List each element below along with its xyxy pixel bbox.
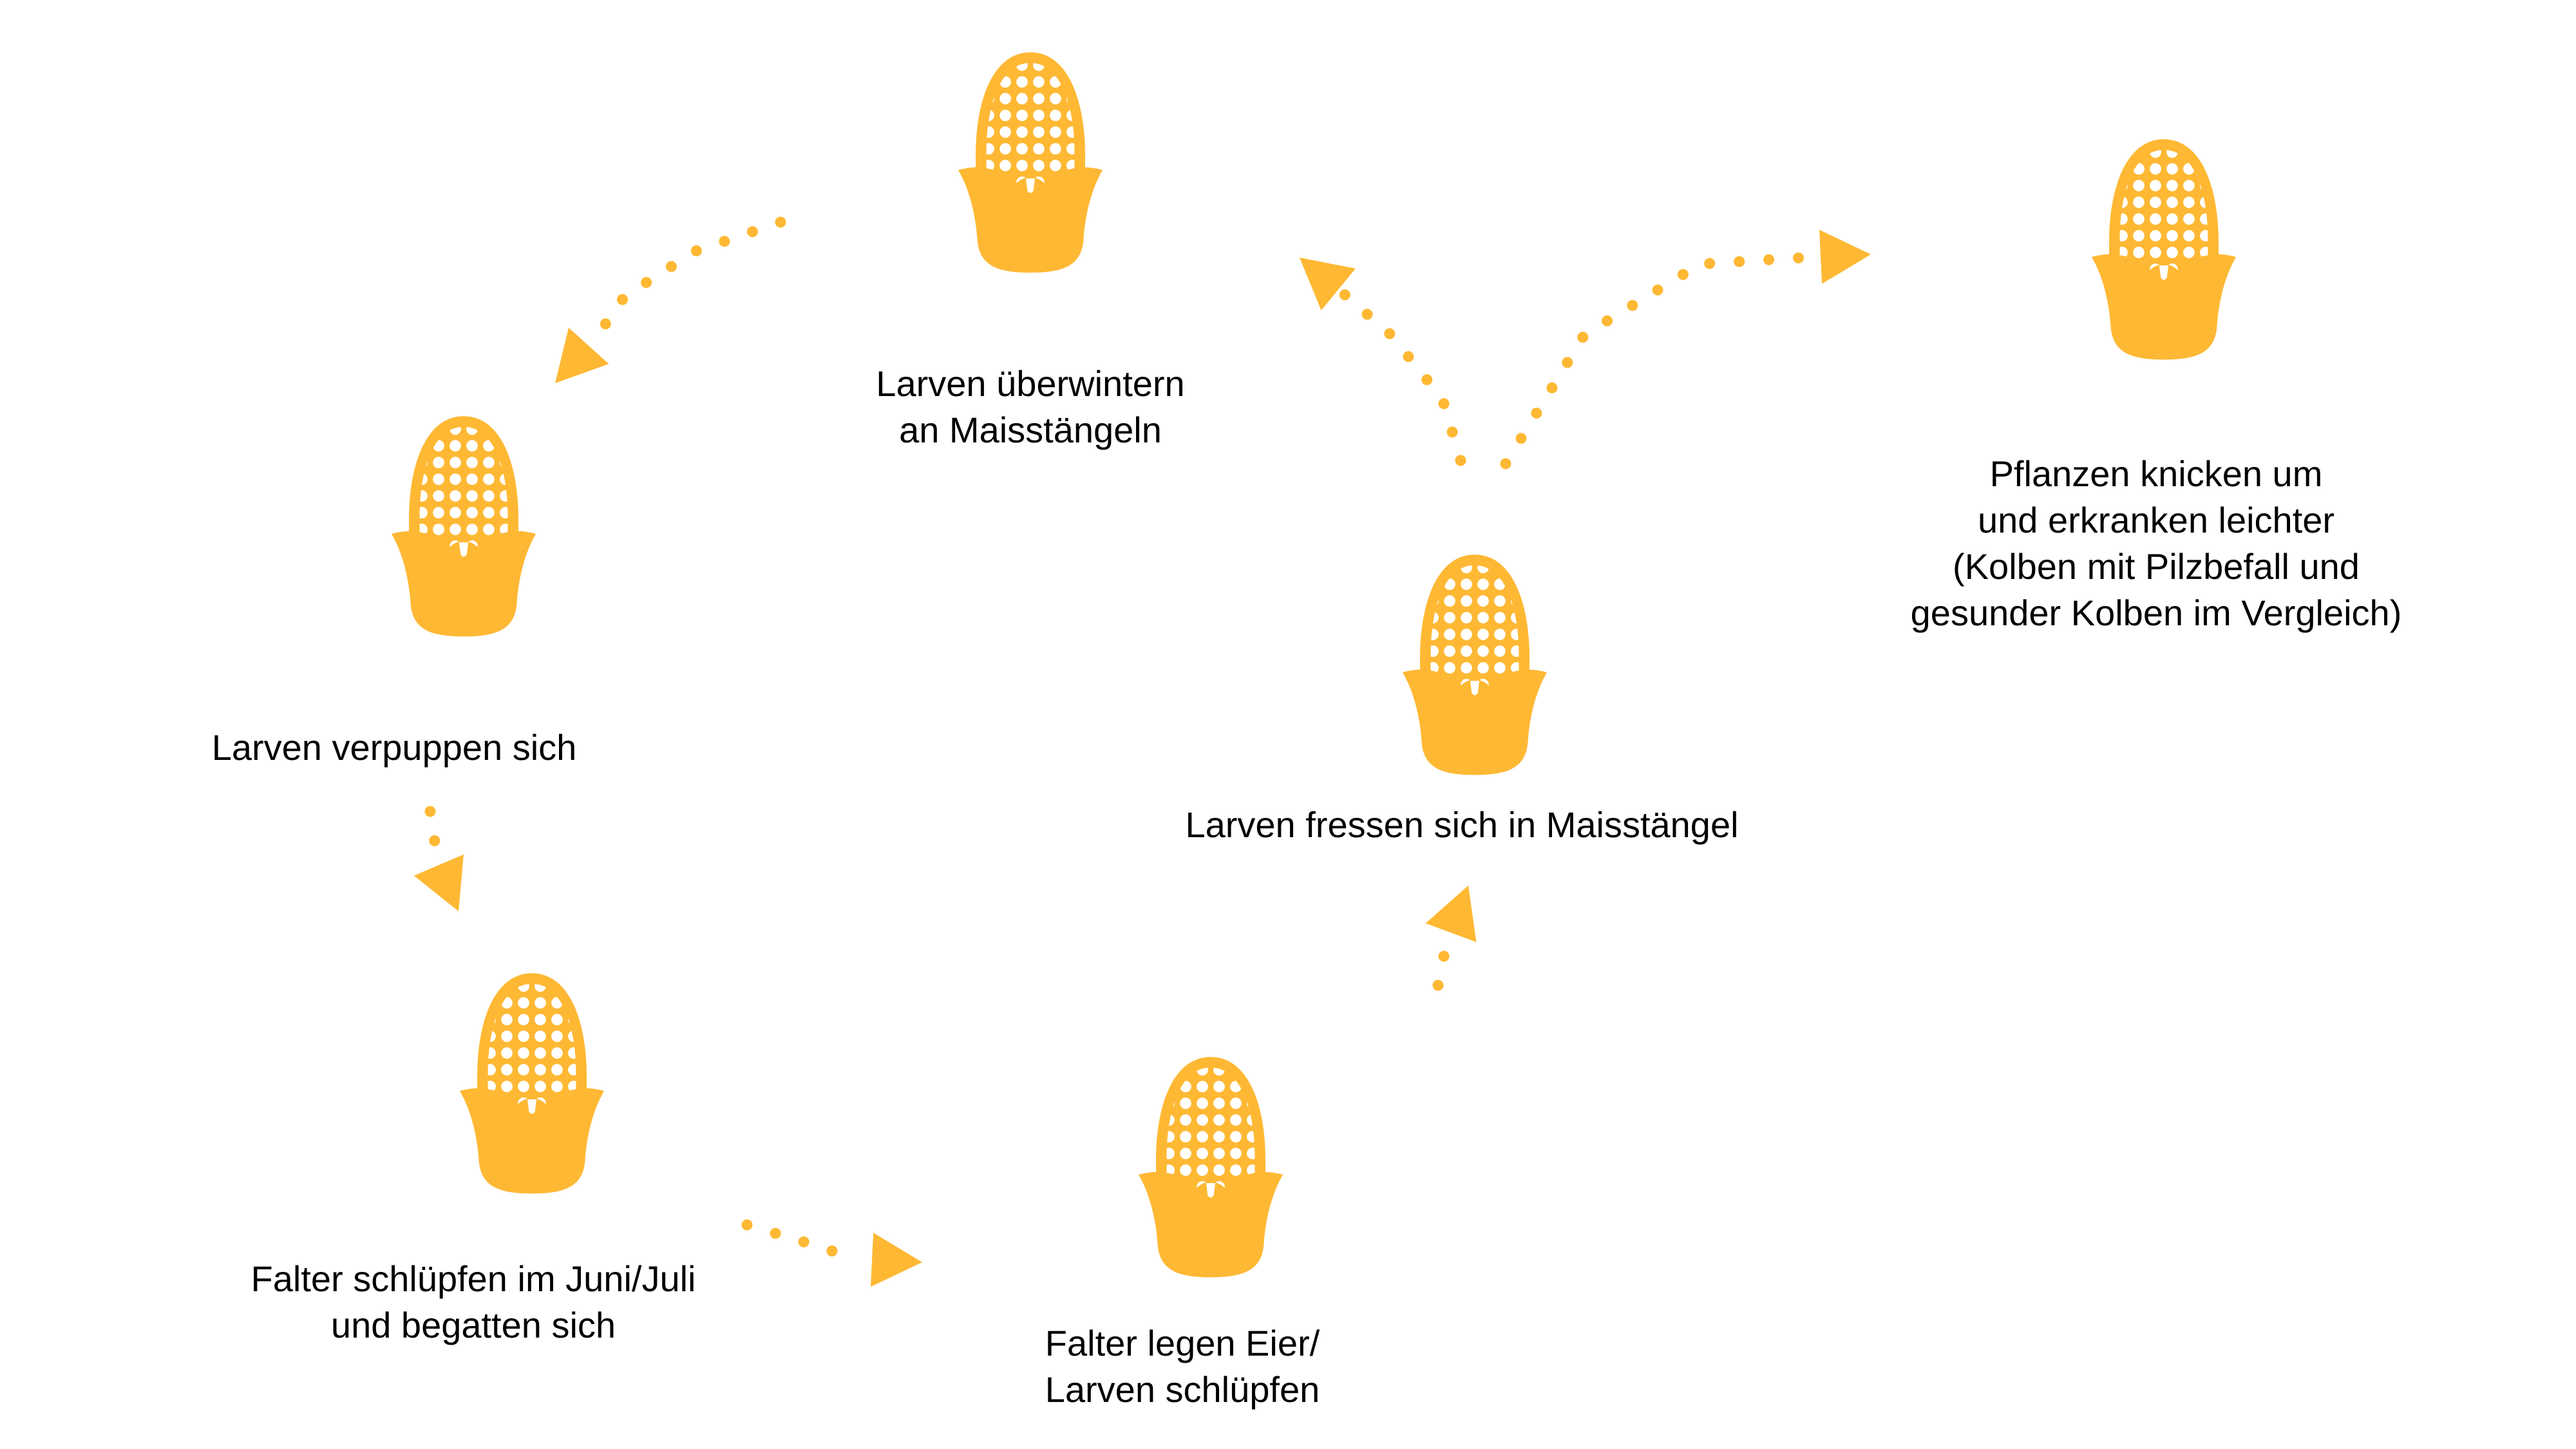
arrow-dot bbox=[1515, 433, 1527, 444]
stage-label-overwinter: Larven überwintern an Maisstängeln bbox=[876, 361, 1184, 453]
stage-label-pupate: Larven verpuppen sich bbox=[212, 724, 577, 771]
arrow-dot bbox=[1384, 328, 1396, 339]
arrow-dot bbox=[1562, 357, 1573, 368]
arrow-dot bbox=[600, 318, 611, 330]
arrowhead-icon bbox=[871, 1233, 922, 1287]
stage-label-line: Larven verpuppen sich bbox=[211, 727, 577, 768]
arrow-dot bbox=[641, 277, 652, 289]
arrow-dot bbox=[775, 216, 786, 228]
arrow-pupate-to-hatch bbox=[413, 806, 464, 911]
stage-label-bore-stalks: Larven fressen sich in Maisstängel bbox=[1185, 802, 1738, 848]
stage-label-line: Falter schlüpfen im Juni/Juli bbox=[251, 1258, 696, 1299]
arrow-dot bbox=[747, 226, 758, 238]
arrow-dot bbox=[1677, 269, 1689, 280]
arrow-dot bbox=[741, 1219, 753, 1231]
stage-label-line: an Maisstängeln bbox=[899, 410, 1162, 450]
stage-label-line: gesunder Kolben im Vergleich) bbox=[1910, 592, 2402, 633]
arrow-dot bbox=[1793, 252, 1804, 263]
arrow-dot bbox=[1734, 256, 1745, 267]
stage-label-line: Falter legen Eier/ bbox=[1045, 1323, 1320, 1363]
arrow-bore-to-damage bbox=[1500, 229, 1871, 469]
arrow-dot bbox=[1438, 398, 1450, 410]
arrow-dot bbox=[770, 1227, 781, 1239]
arrow-eggs-to-bore bbox=[1425, 886, 1477, 991]
stage-label-hatch-moths: Falter schlüpfen im Juni/Juli und begatte… bbox=[251, 1256, 696, 1349]
arrow-dot bbox=[690, 245, 702, 256]
cycle-arrows bbox=[413, 216, 1871, 1287]
arrowhead-icon bbox=[1425, 886, 1477, 942]
stage-label-damage: Pflanzen knicken um und erkranken leichte… bbox=[1911, 451, 2402, 636]
arrow-dot bbox=[1438, 951, 1450, 962]
arrow-overwinter-to-pupate bbox=[555, 216, 786, 383]
arrow-dot bbox=[1361, 308, 1373, 320]
arrow-dot bbox=[1652, 284, 1663, 296]
arrow-dot bbox=[1627, 299, 1638, 311]
arrow-dot bbox=[1500, 458, 1511, 469]
arrow-bore-to-overwinter bbox=[1300, 258, 1466, 466]
arrow-hatch-to-eggs bbox=[741, 1219, 922, 1287]
arrow-dot bbox=[1455, 455, 1466, 466]
arrow-dot bbox=[1446, 426, 1458, 438]
corn-cob-icon bbox=[459, 973, 605, 1194]
arrow-dot bbox=[1421, 374, 1433, 386]
arrow-dot bbox=[1339, 289, 1350, 301]
arrow-dot bbox=[1531, 408, 1542, 419]
corn-cob-icons bbox=[391, 52, 2237, 1278]
corn-cob-icon bbox=[958, 52, 1103, 273]
corn-cob-icon bbox=[2091, 139, 2237, 360]
arrow-dot bbox=[1704, 258, 1716, 269]
arrow-dot bbox=[826, 1245, 838, 1256]
arrow-dot bbox=[1403, 351, 1414, 363]
arrow-dot bbox=[1602, 315, 1613, 327]
arrowhead-icon bbox=[413, 854, 464, 911]
arrowhead-icon bbox=[1300, 258, 1356, 310]
arrowhead-icon bbox=[1819, 229, 1871, 284]
stage-label-line: Pflanzen knicken um bbox=[1989, 453, 2323, 494]
stage-label-line: Larven schlüpfen bbox=[1045, 1369, 1320, 1410]
corn-cob-icon bbox=[1402, 554, 1548, 775]
arrow-dot bbox=[665, 261, 677, 272]
stage-label-line: Larven überwintern bbox=[876, 363, 1185, 404]
arrow-dot bbox=[719, 236, 730, 247]
arrow-dot bbox=[424, 806, 436, 817]
arrow-dot bbox=[1546, 382, 1558, 393]
arrow-dot bbox=[617, 294, 628, 305]
corn-cob-icon bbox=[1138, 1057, 1283, 1278]
arrow-dot bbox=[429, 835, 440, 846]
stage-label-line: und begatten sich bbox=[330, 1305, 616, 1345]
arrow-dot bbox=[1577, 332, 1589, 343]
arrow-dot bbox=[1432, 980, 1444, 991]
arrowhead-icon bbox=[555, 327, 609, 383]
stage-label-line: Larven fressen sich in Maisstängel bbox=[1185, 804, 1739, 845]
arrow-dot bbox=[798, 1236, 810, 1247]
stage-label-line: und erkranken leichter bbox=[1977, 500, 2335, 540]
corn-cob-icon bbox=[391, 416, 536, 637]
stage-label-line: (Kolben mit Pilzbefall und bbox=[1953, 546, 2360, 587]
arrow-dot bbox=[1763, 254, 1775, 265]
stage-label-lay-eggs: Falter legen Eier/Larven schlüpfen bbox=[1045, 1320, 1320, 1413]
